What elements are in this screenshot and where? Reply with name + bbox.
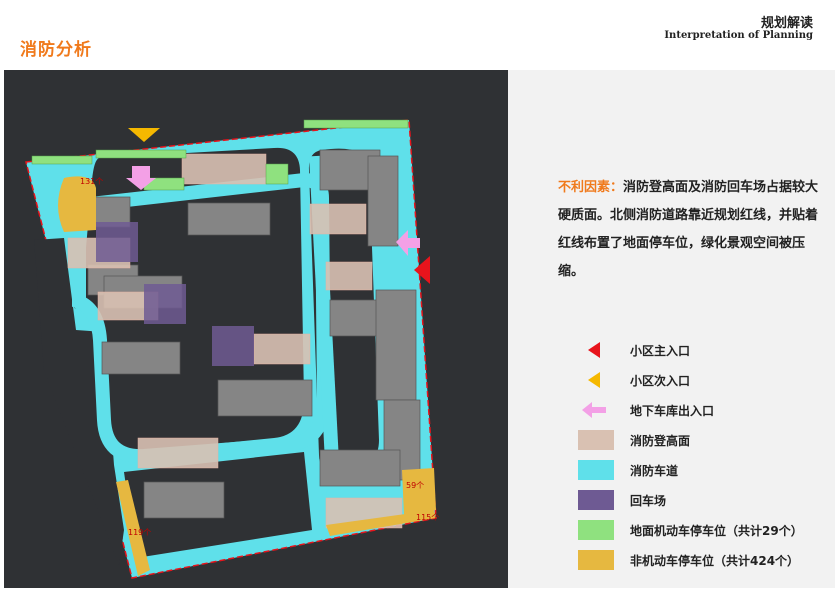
building bbox=[187, 202, 271, 236]
legend-item-bicycle-parking: 非机动车停车位（共计424个） bbox=[578, 550, 828, 570]
header-title-cn: 规划解读 bbox=[760, 16, 813, 31]
parking-count-label: 115个 bbox=[416, 513, 439, 522]
turnaround-area bbox=[96, 222, 138, 262]
yellow-triangle-icon bbox=[588, 372, 600, 388]
swatch bbox=[578, 550, 614, 570]
page-title: 消防分析 bbox=[20, 40, 92, 60]
legend-item-fire-climbing: 消防登高面 bbox=[578, 430, 828, 450]
fire-climbing-face bbox=[309, 203, 367, 235]
building bbox=[101, 341, 181, 375]
site-plan-map: 131个 59个 115个 119个 bbox=[4, 70, 508, 588]
inner-block-left bbox=[34, 238, 124, 565]
description-lead: 不利因素： bbox=[558, 180, 624, 195]
legend-label: 消防登高面 bbox=[630, 434, 691, 448]
turnaround-area bbox=[212, 326, 254, 366]
legend-item-turnaround: 回车场 bbox=[578, 490, 828, 510]
legend-label: 地面机动车停车位（共计29个） bbox=[630, 524, 803, 538]
parking-count-label: 131个 bbox=[80, 177, 103, 186]
legend-label: 消防车道 bbox=[630, 464, 679, 478]
garage-ramp-icon bbox=[126, 166, 156, 190]
bicycle-parking bbox=[116, 480, 150, 576]
swatch bbox=[578, 490, 614, 510]
pink-arrow-icon bbox=[582, 402, 606, 418]
building bbox=[367, 155, 399, 247]
building bbox=[217, 379, 313, 417]
legend-item-secondary-entrance: 小区次入口 bbox=[578, 370, 828, 390]
description-text: 消防登高面及消防回车场占据较大硬质面。北侧消防道路靠近规划红线，并贴着红线布置了… bbox=[558, 180, 819, 279]
fire-climbing-face bbox=[181, 153, 267, 185]
analysis-description: 不利因素：消防登高面及消防回车场占据较大硬质面。北侧消防道路靠近规划红线，并贴着… bbox=[558, 174, 828, 286]
legend-label: 非机动车停车位（共计424个） bbox=[630, 554, 800, 568]
fire-climbing-face bbox=[325, 261, 373, 291]
bicycle-parking bbox=[58, 176, 96, 232]
swatch bbox=[578, 430, 614, 450]
ground-parking bbox=[95, 149, 187, 159]
legend-label: 回车场 bbox=[630, 494, 667, 508]
legend-label: 地下车库出入口 bbox=[630, 404, 715, 418]
parking-count-label: 59个 bbox=[406, 481, 424, 490]
parking-count-label: 119个 bbox=[128, 528, 151, 537]
turnaround-area bbox=[144, 284, 186, 324]
garage-ramp-icon bbox=[396, 230, 420, 256]
legend-item-garage-ramp: 地下车库出入口 bbox=[578, 400, 828, 420]
building bbox=[319, 449, 401, 487]
main-entrance-icon bbox=[414, 256, 430, 284]
site-plan-svg: 131个 59个 115个 119个 bbox=[25, 119, 439, 579]
legend-item-fire-lane: 消防车道 bbox=[578, 460, 828, 480]
red-triangle-icon bbox=[588, 342, 600, 358]
ground-parking bbox=[31, 155, 93, 165]
swatch bbox=[578, 460, 614, 480]
fire-climbing-face bbox=[137, 437, 219, 469]
legend-label: 小区主入口 bbox=[630, 344, 691, 358]
legend-label: 小区次入口 bbox=[630, 374, 691, 388]
legend-item-main-entrance: 小区主入口 bbox=[578, 340, 828, 360]
bicycle-parking bbox=[326, 510, 436, 536]
fire-climbing-face bbox=[253, 333, 311, 365]
ground-parking bbox=[265, 163, 289, 185]
analysis-panel: 不利因素：消防登高面及消防回车场占据较大硬质面。北侧消防道路靠近规划红线，并贴着… bbox=[508, 70, 835, 588]
legend-item-ground-parking: 地面机动车停车位（共计29个） bbox=[578, 520, 828, 540]
secondary-entrance-icon bbox=[128, 128, 160, 142]
building bbox=[143, 481, 225, 519]
swatch bbox=[578, 520, 614, 540]
ground-parking bbox=[303, 119, 409, 129]
building bbox=[375, 289, 417, 401]
bicycle-parking bbox=[402, 468, 436, 515]
header-title-en: Interpretation of Planning bbox=[664, 30, 813, 41]
